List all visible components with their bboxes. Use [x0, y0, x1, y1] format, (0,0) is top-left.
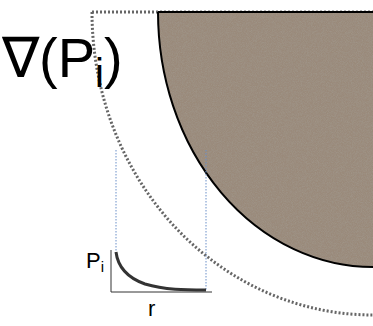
- pressure-curve: [116, 252, 206, 290]
- plot-axes: [111, 250, 212, 292]
- grain-outline-top: [158, 11, 373, 13]
- grain: [158, 12, 373, 267]
- gradient-symbol: ): [104, 30, 123, 86]
- gradient-symbol: ∇(P: [2, 30, 95, 86]
- region-boundary: [92, 12, 373, 315]
- axis-label: r: [148, 298, 155, 320]
- guide-line: [206, 150, 207, 290]
- axis-label: r: [148, 298, 155, 320]
- subscript: i: [101, 259, 104, 274]
- guide-line: [116, 150, 117, 254]
- subscript: i: [95, 53, 104, 93]
- gradient-label: ∇(Pi): [2, 30, 123, 93]
- axis-label: P: [86, 250, 101, 272]
- grain-outline: [158, 12, 373, 267]
- axis-label: Pi: [86, 250, 104, 274]
